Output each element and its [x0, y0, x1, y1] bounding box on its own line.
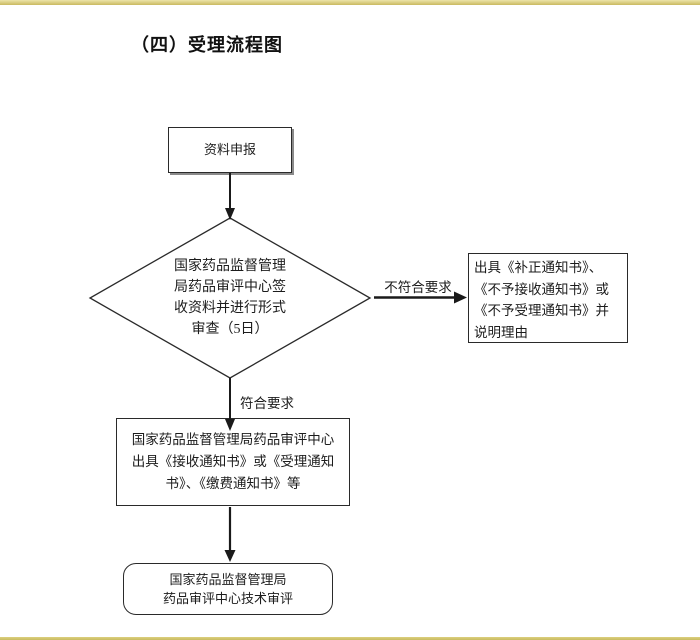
bottom-border-line: [0, 637, 700, 640]
technical-review-line: 药品审评中心技术审评: [162, 591, 293, 606]
decision-line: 局药品审评中心签: [174, 280, 286, 295]
reject-notice-line: 出具《补正通知书》、: [474, 260, 603, 275]
accept-notice-line: 书》、《缴费通知书》等: [165, 476, 301, 491]
accept-notice-line: 出具《接收通知书》或《受理通知: [131, 454, 335, 469]
technical-review-line: 国家药品监督管理局: [169, 572, 287, 587]
top-border-line: [0, 0, 700, 5]
arrow-decision-to-accept: [225, 378, 235, 431]
accept-branch-label: 符合要求: [240, 396, 294, 411]
reject-notice-line: 说明理由: [474, 324, 528, 340]
page-title: （四）受理流程图: [131, 35, 283, 55]
decision-line: 审查（5日）: [191, 322, 269, 337]
arrow-start-to-decision: [225, 173, 235, 220]
start-box: 资料申报: [168, 127, 292, 173]
reject-branch-label: 不符合要求: [384, 280, 452, 295]
decision-diamond-text: 国家药品监督管理 局药品审评中心签 收资料并进行形式 审查（5日）: [130, 256, 330, 340]
decision-line: 收资料并进行形式: [174, 301, 286, 316]
accept-notice-line: 国家药品监督管理局药品审评中心: [131, 432, 335, 447]
technical-review-box: 国家药品监督管理局 药品审评中心技术审评: [123, 563, 333, 615]
reject-notice-line: 《不予接收通知书》或: [474, 281, 609, 297]
decision-line: 国家药品监督管理: [174, 259, 286, 274]
reject-notice-line: 《不予受理通知书》并: [474, 303, 609, 318]
start-box-label: 资料申报: [203, 142, 256, 157]
accept-notice-box: 国家药品监督管理局药品审评中心 出具《接收通知书》或《受理通知 书》、《缴费通知…: [116, 418, 350, 506]
arrow-accept-to-final: [224, 507, 236, 562]
arrow-decision-to-reject: [374, 291, 467, 304]
reject-notice-box: 出具《补正通知书》、 《不予接收通知书》或 《不予受理通知书》并 说明理由: [468, 253, 628, 343]
